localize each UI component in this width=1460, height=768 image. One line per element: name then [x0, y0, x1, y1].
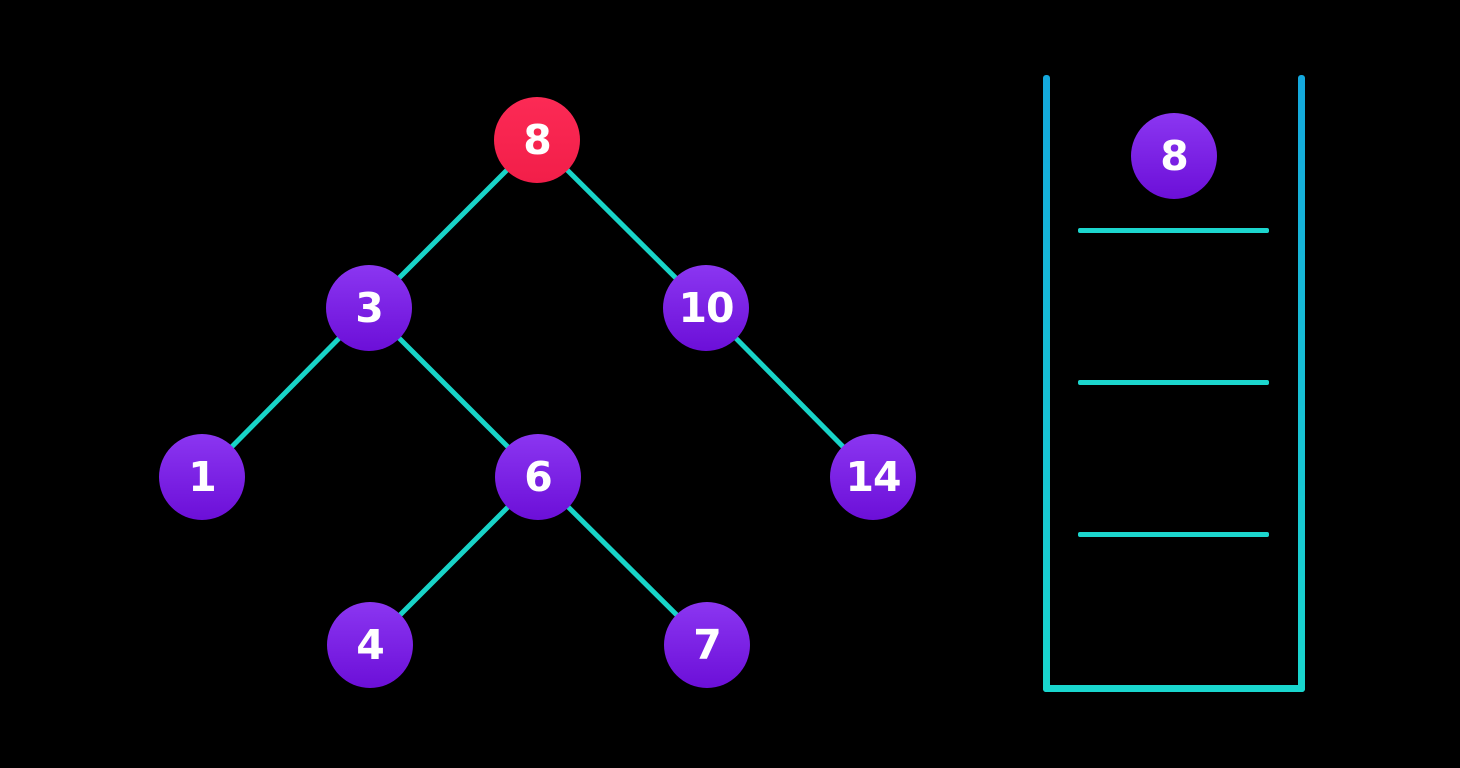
tree-node-10: 10 [663, 265, 749, 351]
tree-node-4: 4 [327, 602, 413, 688]
tree-node-3: 3 [326, 265, 412, 351]
queue-slot-divider-3 [1078, 532, 1269, 537]
tree-node-7: 7 [664, 602, 750, 688]
queue-slot-divider-2 [1078, 380, 1269, 385]
tree-node-1: 1 [159, 434, 245, 520]
tree-node-14: 14 [830, 434, 916, 520]
queue-slot-divider-1 [1078, 228, 1269, 233]
tree-node-6: 6 [495, 434, 581, 520]
queue-right-wall [1298, 75, 1305, 692]
queue-bottom-wall [1043, 685, 1305, 692]
tree-node-8: 8 [494, 97, 580, 183]
queue-item-8: 8 [1131, 113, 1217, 199]
queue-left-wall [1043, 75, 1050, 692]
